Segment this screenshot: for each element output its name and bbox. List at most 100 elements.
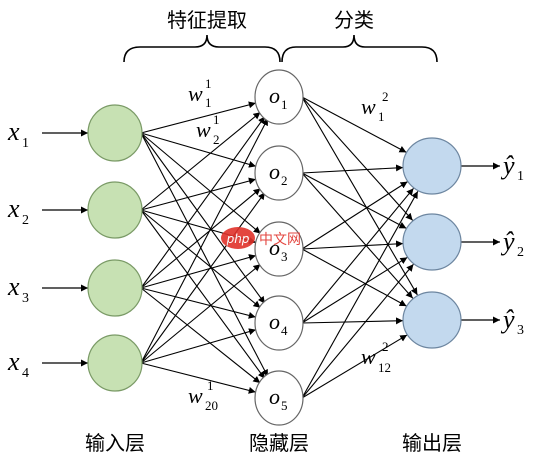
output-var-3: ŷ	[500, 305, 515, 334]
connection-input4-hidden4	[140, 328, 257, 364]
hidden-node-sub-4: 4	[281, 323, 288, 338]
input-var-sub-2: 2	[22, 213, 29, 228]
svg-text:2: 2	[213, 132, 220, 147]
connection-hidden5-output3	[301, 334, 408, 399]
php-site-text: 中文网	[259, 232, 301, 248]
output-node-3	[402, 291, 462, 349]
input-layer-label: 输入层	[85, 431, 145, 455]
connection-input4-hidden2	[140, 192, 266, 364]
php-logo-text: php	[226, 232, 250, 246]
connection-input3-hidden2	[140, 187, 261, 289]
output-var-sub-1: 1	[517, 169, 524, 184]
hidden-node-sub-2: 2	[281, 173, 288, 188]
hidden-layer-label: 隐藏层	[249, 431, 309, 455]
svg-text:1: 1	[207, 378, 214, 393]
weight-label-w12-2: w 12 2	[361, 339, 391, 375]
connection-input2-hidden1	[140, 111, 261, 211]
svg-text:2: 2	[382, 339, 389, 354]
svg-text:w: w	[361, 344, 376, 369]
connection-hidden3-output3	[301, 248, 407, 307]
connection-input3-hidden1	[140, 116, 266, 289]
output-node-2	[402, 213, 462, 271]
hidden-node-var-3: o	[269, 235, 280, 260]
connection-input3-hidden5	[140, 287, 261, 384]
connection-input4-hidden5	[140, 362, 256, 394]
connection-hidden1-output1	[301, 96, 407, 153]
output-arrows	[461, 162, 500, 324]
output-node-1	[402, 137, 462, 195]
input-node-1	[87, 104, 143, 162]
connection-hidden2-output1	[301, 164, 404, 174]
feature-extraction-label: 特征提取	[167, 8, 247, 32]
weight-label-w1-1: w 1 1	[188, 76, 212, 110]
output-layer-nodes	[402, 137, 462, 349]
hidden-node-2	[254, 145, 304, 201]
svg-text:w: w	[188, 81, 203, 106]
output-var-sub-3: 3	[517, 323, 524, 338]
hidden-node-5	[254, 370, 304, 426]
input-var-sub-3: 3	[22, 291, 29, 306]
connection-input1-hidden5	[140, 132, 269, 377]
svg-text:w: w	[196, 117, 211, 142]
connection-hidden3-output1	[301, 181, 408, 250]
weight-label-w2-1: w 2 1	[196, 112, 220, 147]
svg-text:1: 1	[378, 109, 385, 124]
connection-hidden5-output2	[301, 263, 414, 399]
connection-hidden2-output3	[301, 172, 414, 299]
hidden-node-var-5: o	[269, 384, 280, 409]
svg-text:w: w	[188, 383, 203, 408]
connection-input1-hidden4	[140, 132, 266, 304]
connection-input1-hidden1	[140, 101, 256, 134]
output-var-2: ŷ	[500, 227, 515, 256]
input-node-4	[87, 334, 143, 392]
connection-hidden3-output2	[301, 240, 404, 250]
connection-input4-hidden1	[140, 118, 269, 364]
svg-text:20: 20	[205, 398, 218, 413]
output-var-1: ŷ	[500, 151, 515, 180]
connection-hidden4-output2	[301, 256, 408, 324]
connection-hidden4-output3	[301, 317, 404, 325]
input-hidden-connections	[140, 101, 269, 394]
php-watermark: php 中文网	[221, 227, 301, 249]
hidden-node-3	[254, 221, 304, 277]
feature-extraction-brace	[123, 34, 281, 63]
connection-hidden1-output2	[301, 96, 414, 221]
connection-hidden5-output1	[301, 191, 419, 399]
connection-input1-hidden3	[140, 132, 261, 234]
hidden-node-var-4: o	[269, 309, 280, 334]
svg-text:2: 2	[382, 89, 389, 104]
connection-input2-hidden2	[140, 177, 256, 211]
classification-label: 分类	[334, 8, 374, 32]
connection-input3-hidden3	[140, 254, 257, 289]
output-layer-label: 输出层	[402, 431, 462, 455]
hidden-node-var-1: o	[269, 83, 280, 108]
connection-input3-hidden4	[140, 287, 256, 319]
weight-label-w20-1: w 20 1	[188, 378, 218, 413]
input-layer-nodes	[87, 104, 143, 392]
input-var-1: x	[7, 117, 20, 146]
svg-text:12: 12	[378, 360, 391, 375]
weight-label-w1-2: w 1 2	[361, 89, 389, 124]
input-var-sub-4: 4	[22, 366, 29, 381]
connection-input1-hidden2	[140, 132, 257, 168]
hidden-node-var-2: o	[269, 159, 280, 184]
hidden-node-sub-1: 1	[281, 97, 288, 112]
input-arrows	[42, 129, 88, 367]
svg-text:1: 1	[205, 76, 212, 91]
hidden-node-1	[254, 69, 304, 125]
connection-hidden4-output1	[301, 187, 414, 324]
svg-text:w: w	[361, 94, 376, 119]
php-logo-oval	[221, 227, 255, 249]
svg-text:1: 1	[205, 95, 212, 110]
hidden-node-sub-5: 5	[281, 398, 288, 413]
output-var-sub-2: 2	[517, 245, 524, 260]
hidden-output-connections	[301, 96, 419, 399]
connection-input2-hidden5	[140, 209, 266, 379]
input-var-sub-1: 1	[22, 136, 29, 151]
connection-input2-hidden4	[140, 209, 261, 309]
input-var-3: x	[7, 272, 20, 301]
